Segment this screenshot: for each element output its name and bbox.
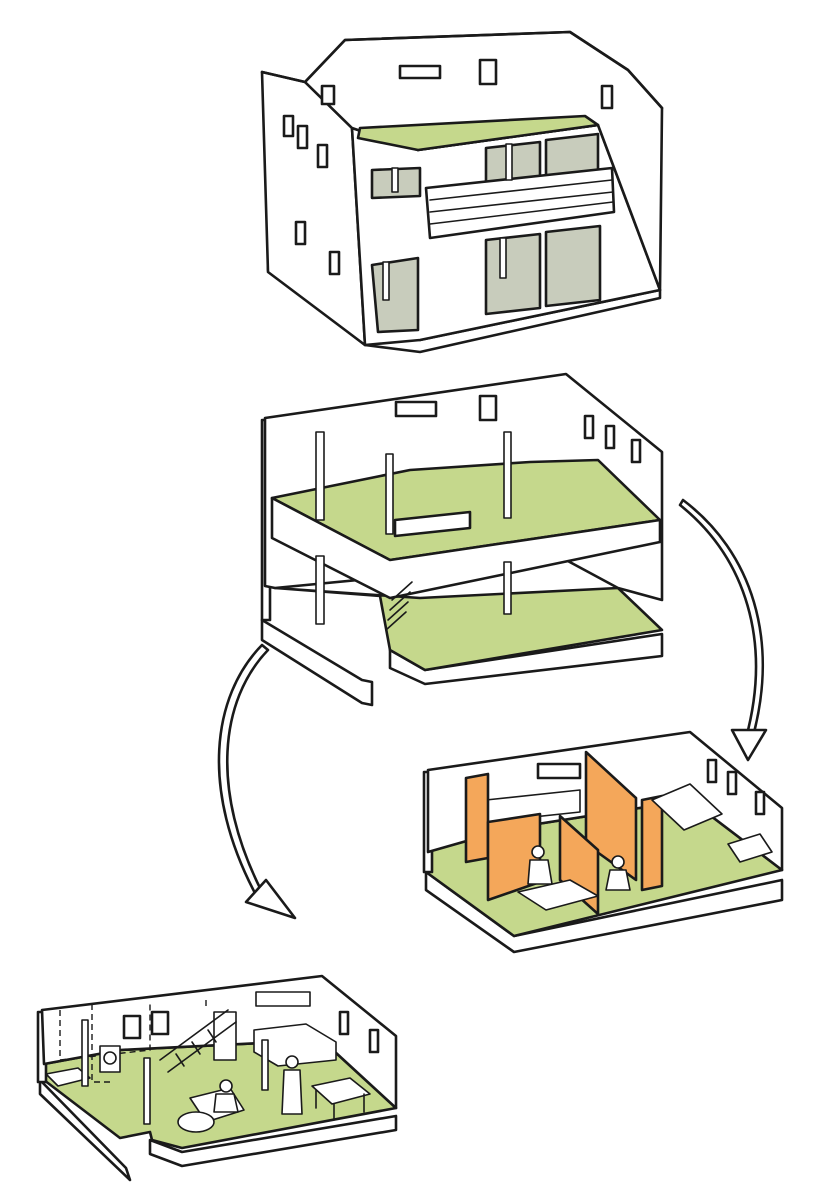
- exterior-side-window: [328, 250, 341, 276]
- upper-interior-window: [754, 790, 766, 816]
- washing-machine: [99, 1045, 121, 1073]
- ground-interior-base: [38, 1078, 132, 1182]
- staircase: [159, 1009, 237, 1073]
- exterior-side-window: [282, 114, 295, 138]
- exterior-side-window: [316, 143, 329, 169]
- bed: [651, 783, 723, 831]
- upper-interior-window: [726, 770, 738, 796]
- structure-ground-floor: [273, 586, 664, 672]
- person-figure: [213, 1079, 239, 1113]
- ground-interior-window: [338, 1010, 350, 1036]
- structure-column: [315, 555, 325, 625]
- desk: [727, 833, 773, 863]
- ground-interior-window: [368, 1028, 380, 1054]
- structure-model: [260, 372, 664, 707]
- structure-back-window: [583, 414, 595, 440]
- structure-column: [315, 431, 325, 521]
- curved-arrow-down-left-icon: [217, 643, 297, 920]
- exterior-roof-edge: [260, 30, 664, 110]
- interior-column: [143, 1057, 151, 1125]
- structure-back-window: [630, 438, 642, 464]
- exterior-column: [499, 237, 507, 279]
- kitchen-counter: [253, 1023, 337, 1067]
- structure-upper-slab-edge: [270, 496, 662, 600]
- structure-column: [385, 453, 394, 535]
- ground-floor-interior: [36, 974, 398, 1182]
- exterior-entrance-opening: [370, 256, 420, 334]
- house-exterior-model: [260, 30, 664, 354]
- exterior-ground-glazing: [484, 232, 542, 316]
- exterior-side-window: [294, 220, 307, 246]
- partition-wall: [464, 772, 490, 864]
- structure-stair-void: [393, 510, 472, 538]
- exterior-side-window: [296, 124, 309, 150]
- ground-interior-base: [148, 1114, 398, 1168]
- structure-column: [503, 561, 512, 615]
- structure-base-slab: [260, 618, 374, 707]
- person-figure: [527, 845, 553, 885]
- interior-column: [261, 1039, 269, 1091]
- interior-column: [81, 1019, 89, 1087]
- upper-interior-window: [706, 758, 718, 784]
- structure-back-window: [394, 400, 438, 418]
- dining-table: [311, 1077, 371, 1105]
- ottoman: [177, 1111, 215, 1133]
- exterior-right-window: [600, 84, 614, 110]
- partition-wall: [640, 794, 664, 892]
- person-figure: [605, 855, 631, 891]
- bathtub: [45, 1067, 91, 1087]
- exterior-ground-glazing: [544, 224, 602, 308]
- partition-wall: [558, 814, 600, 916]
- exterior-upper-floor: [356, 114, 600, 152]
- exterior-column: [391, 167, 399, 193]
- ground-interior-window: [150, 1010, 170, 1036]
- ground-interior-window: [122, 1014, 142, 1040]
- exterior-back-window: [478, 58, 498, 86]
- structure-back-window: [478, 394, 498, 422]
- curved-arrow-down-right-icon: [678, 498, 768, 762]
- person-figure: [281, 1055, 303, 1115]
- exterior-back-window: [398, 64, 442, 80]
- structure-column: [503, 431, 512, 519]
- upper-interior-window: [536, 762, 582, 780]
- upper-floor-interior: [422, 730, 784, 954]
- partition-wall: [584, 750, 638, 882]
- exterior-column: [382, 261, 390, 301]
- wall-cabinet: [255, 991, 311, 1007]
- structure-back-window: [604, 424, 616, 450]
- exterior-back-window: [320, 84, 336, 106]
- exterior-column: [505, 143, 513, 181]
